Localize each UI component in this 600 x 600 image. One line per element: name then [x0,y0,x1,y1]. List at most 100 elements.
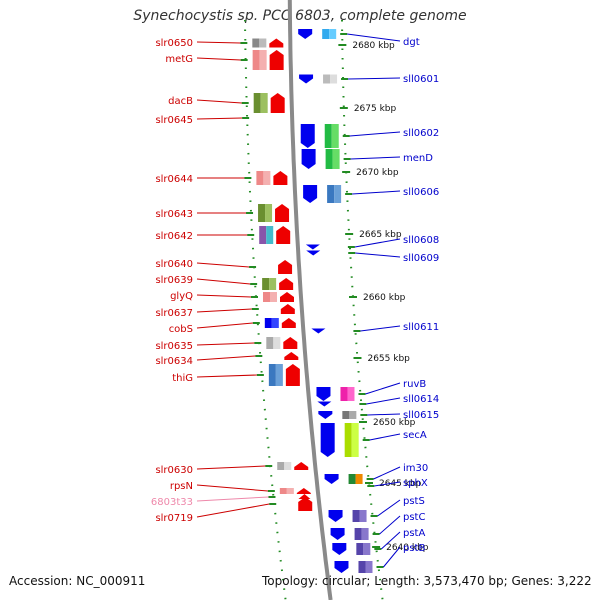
gene-label: dgt [403,37,420,48]
label-leader-line [196,294,252,298]
gene-label: ruvB [403,379,426,390]
cog-box [344,423,352,457]
scale-tick-label: 2665 kbp [359,230,402,240]
label-leader-line [196,496,269,502]
forward-gene-arrow [269,38,284,48]
backbone-line [287,0,333,600]
cog-box [365,561,373,573]
cog-box [340,387,348,401]
cog-box [253,93,261,113]
reverse-gene-arrow [332,543,347,555]
scale-tick-label: 2675 kbp [354,104,397,114]
cog-box [359,510,367,522]
cog-box [275,364,283,386]
label-leader-line [369,433,401,441]
label-leader-line [196,99,242,104]
scale-tick-label: 2650 kbp [373,418,416,428]
forward-gene-arrow [281,318,296,328]
cog-box [331,124,339,148]
gene-label: 6803t33 [151,497,193,508]
label-leader-line [366,397,401,405]
label-leader-line [196,41,241,44]
cog-box [266,337,274,349]
rna-gene-arrow [298,494,311,499]
gene-label: glyQ [170,291,193,302]
label-leader-line [196,322,253,329]
gene-label: slr0637 [155,308,193,319]
gene-label: im30 [403,463,428,474]
label-leader-line [196,278,251,285]
genome-backbone [287,0,333,600]
scale-tick-label: 2660 kbp [363,293,406,303]
cog-box [277,462,285,470]
cog-box [322,29,330,39]
gene-label: slr0643 [155,209,193,220]
topology-text: Topology: circular; Length: 3,573,470 bp… [262,574,592,588]
cog-box [263,171,271,185]
reverse-gene-arrow [317,401,332,407]
label-leader-line [377,499,401,517]
label-leader-line [383,546,401,568]
gene-label: sphX [403,478,428,489]
gene-label: pstS [403,496,425,507]
cog-box [284,462,292,470]
reverse-gene-arrow [298,29,313,39]
reverse-gene-arrow [330,528,345,540]
cog-box [264,318,272,328]
gene-label: sll0615 [403,410,439,421]
reverse-gene-arrow [324,474,339,484]
cog-box [327,185,335,203]
cog-box [262,292,270,302]
gene-label: sll0609 [403,253,439,264]
gene-label: pstC [403,512,425,523]
gene-label: slr0719 [155,513,193,524]
forward-gene-arrow [269,50,284,70]
forward-gene-arrow [276,226,291,244]
cog-box [329,29,337,39]
gene-label: slr0635 [155,341,193,352]
reverse-gene-arrow [301,149,316,169]
forward-gene-arrow [296,488,311,494]
cog-box [323,74,331,84]
cog-box [330,74,338,84]
forward-gene-arrow [270,93,285,113]
label-leader-line [196,342,255,346]
label-leader-line [374,481,401,487]
cog-box [352,510,360,522]
cog-box [355,474,363,484]
label-leader-line [196,484,268,492]
cog-box [265,204,273,222]
reverse-gene-arrow [305,244,320,250]
gene-labels: slr0650metGdacBslr0645slr0644slr0643slr0… [151,37,439,554]
cog-box [269,292,277,302]
forward-gene-arrow [275,204,290,222]
gene-label: sll0602 [403,128,439,139]
label-leader-line [196,262,250,268]
gene-label: sll0614 [403,394,439,405]
gene-label: sll0611 [403,322,439,333]
cog-box [286,488,294,494]
gene-label: sll0606 [403,187,439,198]
map-title: Synechocystis sp. PCC 6803, complete gen… [133,8,467,24]
cog-box [259,38,267,48]
cog-box [325,149,333,169]
reverse-gene-arrow [311,328,326,334]
gene-label: sll0608 [403,235,439,246]
cog-box [268,364,276,386]
gene-label: pstB [403,543,425,554]
label-leader-line [196,465,266,470]
gene-label: slr0634 [155,356,193,367]
label-leader-line [373,466,401,480]
label-leader-line [196,374,257,378]
label-leader-line [350,156,401,160]
reverse-gene-arrow [300,124,315,148]
gene-label: cobS [169,324,193,335]
cog-box [269,278,277,290]
reverse-gene-arrow [299,74,314,84]
cog-box [260,93,268,113]
reverse-gene-arrow [328,510,343,522]
gene-label: slr0642 [155,231,193,242]
reverse-gene-arrow [320,423,335,457]
cog-box [342,411,350,419]
